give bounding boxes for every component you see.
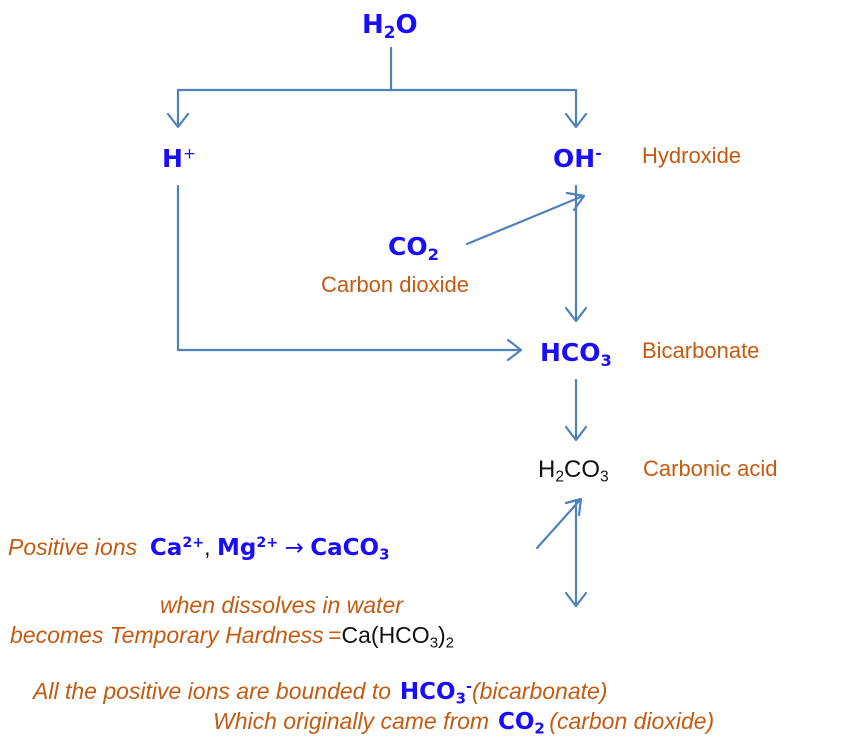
- footer-line-2: Which originally came from CO2 (carbon d…: [213, 708, 715, 738]
- footer-bicarbonate-formula: HCO3-: [399, 679, 472, 708]
- bounded-text: All the positive ions are bounded to: [33, 678, 392, 704]
- arrow-head-proton: [166, 112, 190, 129]
- arrow-head-caco3-carbonic: [564, 497, 583, 517]
- co2-label: Carbon dioxide: [321, 272, 469, 297]
- arrow-co2-to-hydroxide: [465, 194, 585, 246]
- footer-line-1: All the positive ions are bounded to HCO…: [33, 678, 608, 708]
- bicarbonate-label: Bicarbonate: [642, 338, 760, 363]
- positive-ions-line: Positive ions Ca2+, Mg2+ → CaCO3: [8, 534, 390, 564]
- arrow-head-co2-hydroxide: [565, 191, 586, 212]
- equals-sign: =: [328, 622, 342, 648]
- arrow-head-bicarbonate: [564, 306, 588, 323]
- proton-down-line: [176, 184, 522, 352]
- calcium-bicarbonate-formula: Ca(HCO3)2: [341, 622, 454, 652]
- bicarbonate-formula: HCO3: [540, 338, 612, 370]
- arrow-head-hydroxide: [564, 112, 588, 129]
- positive-ions-text: Positive ions: [8, 534, 138, 560]
- calcium-ion: Ca2+: [149, 535, 205, 561]
- arrow-caco3-to-carbonic: [535, 498, 582, 550]
- calcium-carbonate-formula: CaCO3: [310, 535, 390, 564]
- dissolves-text: when dissolves in water: [160, 592, 403, 618]
- temporary-hardness-text: becomes Temporary Hardness: [10, 622, 324, 648]
- temporary-hardness-line: becomes Temporary Hardness =Ca(HCO3)2: [10, 622, 454, 652]
- magnesium-ion: Mg2+: [216, 535, 279, 561]
- hydroxide-formula: OH-: [553, 144, 602, 173]
- hydroxide-label: Hydroxide: [642, 143, 742, 168]
- originally-came-text: Which originally came from: [213, 708, 490, 734]
- arrow-head-hardness: [564, 591, 588, 608]
- water-formula: H2O: [362, 10, 418, 43]
- arrow-head-carbonic: [564, 425, 588, 442]
- footer-co2-formula: CO2: [497, 709, 545, 738]
- carbon-dioxide-paren-text: (carbon dioxide): [549, 708, 715, 734]
- co2-formula: CO2: [388, 232, 439, 264]
- reaction-arrow: →: [284, 535, 304, 561]
- bicarbonate-paren-text: (bicarbonate): [471, 678, 608, 704]
- arrow-head-proton-bicarbonate: [506, 338, 523, 362]
- carbonic-acid-formula: H2CO3: [538, 456, 609, 486]
- carbonic-acid-label: Carbonic acid: [643, 456, 778, 481]
- proton-formula: H+: [162, 144, 196, 173]
